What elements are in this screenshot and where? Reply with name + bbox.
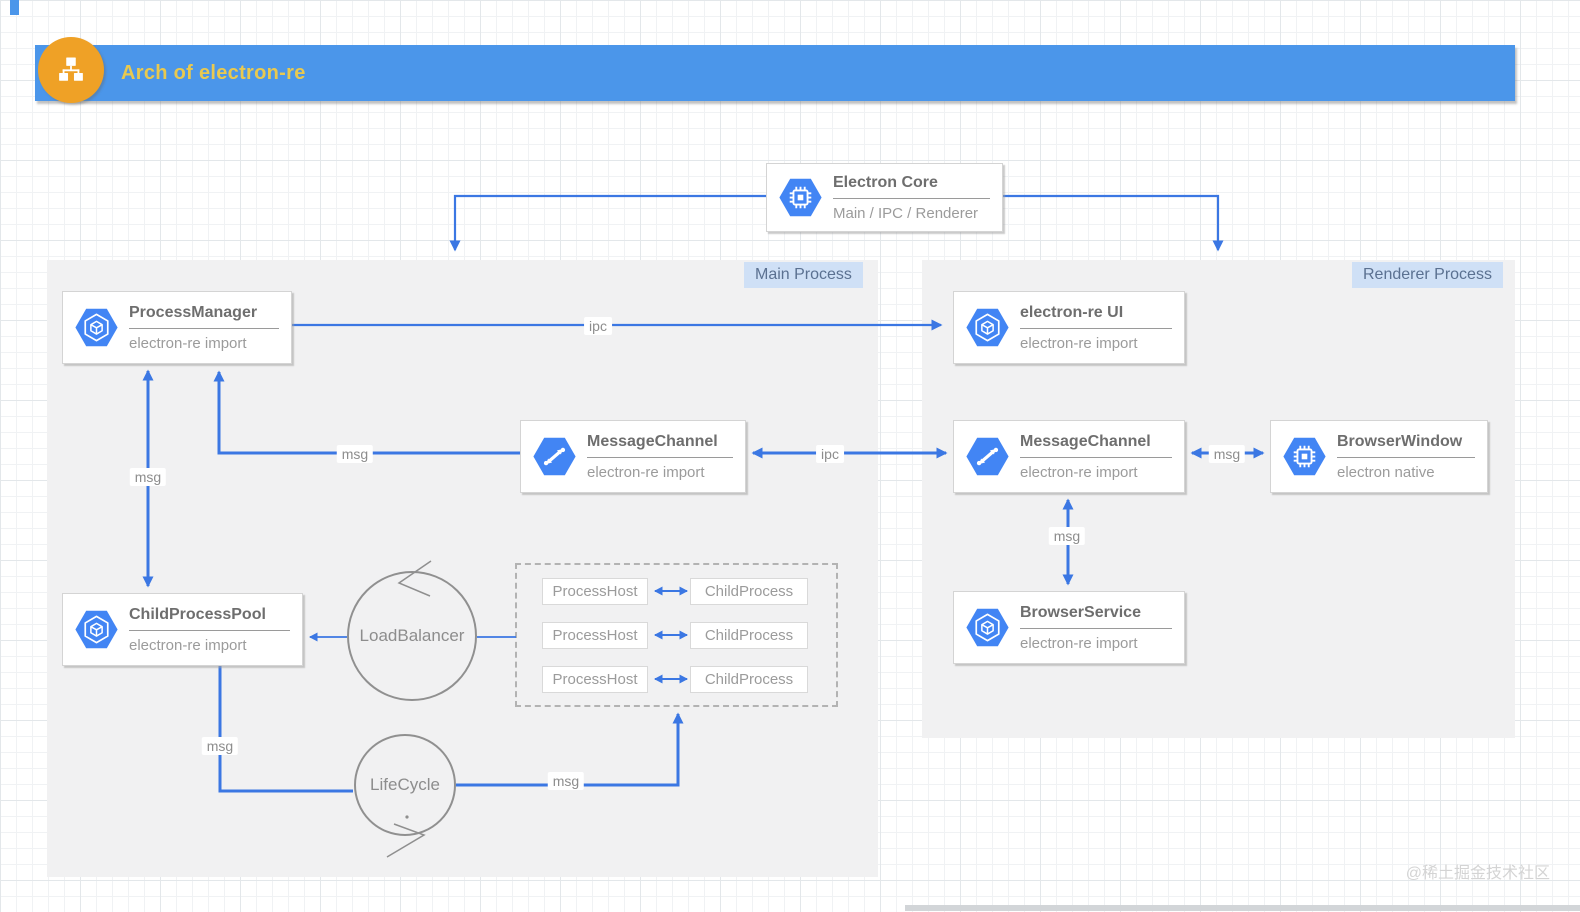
node-title: ProcessManager (129, 304, 279, 322)
circle-load-balancer[interactable]: LoadBalancer (347, 571, 477, 701)
divider (587, 457, 733, 458)
child-process-box[interactable]: ChildProcess (690, 622, 808, 649)
package-icon (63, 607, 129, 652)
corner-shape-fragment (10, 0, 19, 15)
node-title: BrowserService (1020, 604, 1172, 622)
node-subtitle: electron-re import (129, 637, 290, 654)
node-title: Electron Core (833, 174, 990, 192)
renderer-process-label[interactable]: Renderer Process (1352, 262, 1503, 288)
node-subtitle: Main / IPC / Renderer (833, 205, 990, 222)
edge-label-ipc: ipc (816, 445, 844, 463)
circle-label: LoadBalancer (360, 626, 465, 646)
chip-icon (767, 175, 833, 220)
node-electron-re-ui[interactable]: electron-re UI electron-re import (953, 291, 1185, 364)
node-electron-core[interactable]: Electron Core Main / IPC / Renderer (766, 163, 1003, 232)
divider (1020, 457, 1172, 458)
package-icon (63, 305, 129, 350)
node-process-manager[interactable]: ProcessManager electron-re import (62, 291, 292, 364)
header-badge (38, 37, 104, 103)
horizontal-scrollbar[interactable] (905, 905, 1580, 911)
main-process-label[interactable]: Main Process (744, 262, 863, 288)
package-icon (954, 305, 1020, 350)
divider (833, 198, 990, 199)
edge-label-msg: msg (1049, 527, 1085, 545)
edge-label-ipc: ipc (584, 317, 612, 335)
node-child-process-pool[interactable]: ChildProcessPool electron-re import (62, 593, 303, 666)
sitemap-icon (52, 51, 90, 89)
node-title: BrowserWindow (1337, 433, 1475, 451)
node-subtitle: electron-re import (1020, 635, 1172, 652)
node-subtitle: electron-re import (129, 335, 279, 352)
node-title: ChildProcessPool (129, 606, 290, 624)
circle-life-cycle[interactable]: LifeCycle (354, 734, 456, 836)
swap-icon (954, 434, 1020, 479)
swap-icon (521, 434, 587, 479)
node-browser-service[interactable]: BrowserService electron-re import (953, 591, 1185, 664)
divider (1337, 457, 1475, 458)
node-message-channel-renderer[interactable]: MessageChannel electron-re import (953, 420, 1185, 493)
node-subtitle: electron-re import (1020, 335, 1172, 352)
node-title: electron-re UI (1020, 304, 1172, 322)
edge-label-msg: msg (1209, 445, 1245, 463)
child-process-box[interactable]: ChildProcess (690, 666, 808, 693)
node-browser-window[interactable]: BrowserWindow electron native (1270, 420, 1488, 493)
node-subtitle: electron-re import (587, 464, 733, 481)
chip-icon (1271, 434, 1337, 479)
edge-label-msg: msg (337, 445, 373, 463)
edge-label-msg: msg (202, 737, 238, 755)
page-title: Arch of electron-re (121, 62, 306, 85)
node-title: MessageChannel (587, 433, 733, 451)
node-message-channel-main[interactable]: MessageChannel electron-re import (520, 420, 746, 493)
process-host-box[interactable]: ProcessHost (542, 622, 648, 649)
package-icon (954, 605, 1020, 650)
circle-label: LifeCycle (370, 775, 440, 795)
edge-label-msg: msg (548, 772, 584, 790)
watermark: @稀土掘金技术社区 (1406, 859, 1550, 883)
node-title: MessageChannel (1020, 433, 1172, 451)
divider (129, 328, 279, 329)
edge-label-msg: msg (130, 468, 166, 486)
divider (1020, 328, 1172, 329)
node-subtitle: electron-re import (1020, 464, 1172, 481)
node-subtitle: electron native (1337, 464, 1475, 481)
divider (1020, 628, 1172, 629)
process-host-box[interactable]: ProcessHost (542, 578, 648, 605)
header-banner[interactable]: Arch of electron-re (35, 45, 1515, 101)
process-host-box[interactable]: ProcessHost (542, 666, 648, 693)
divider (129, 630, 290, 631)
child-process-box[interactable]: ChildProcess (690, 578, 808, 605)
